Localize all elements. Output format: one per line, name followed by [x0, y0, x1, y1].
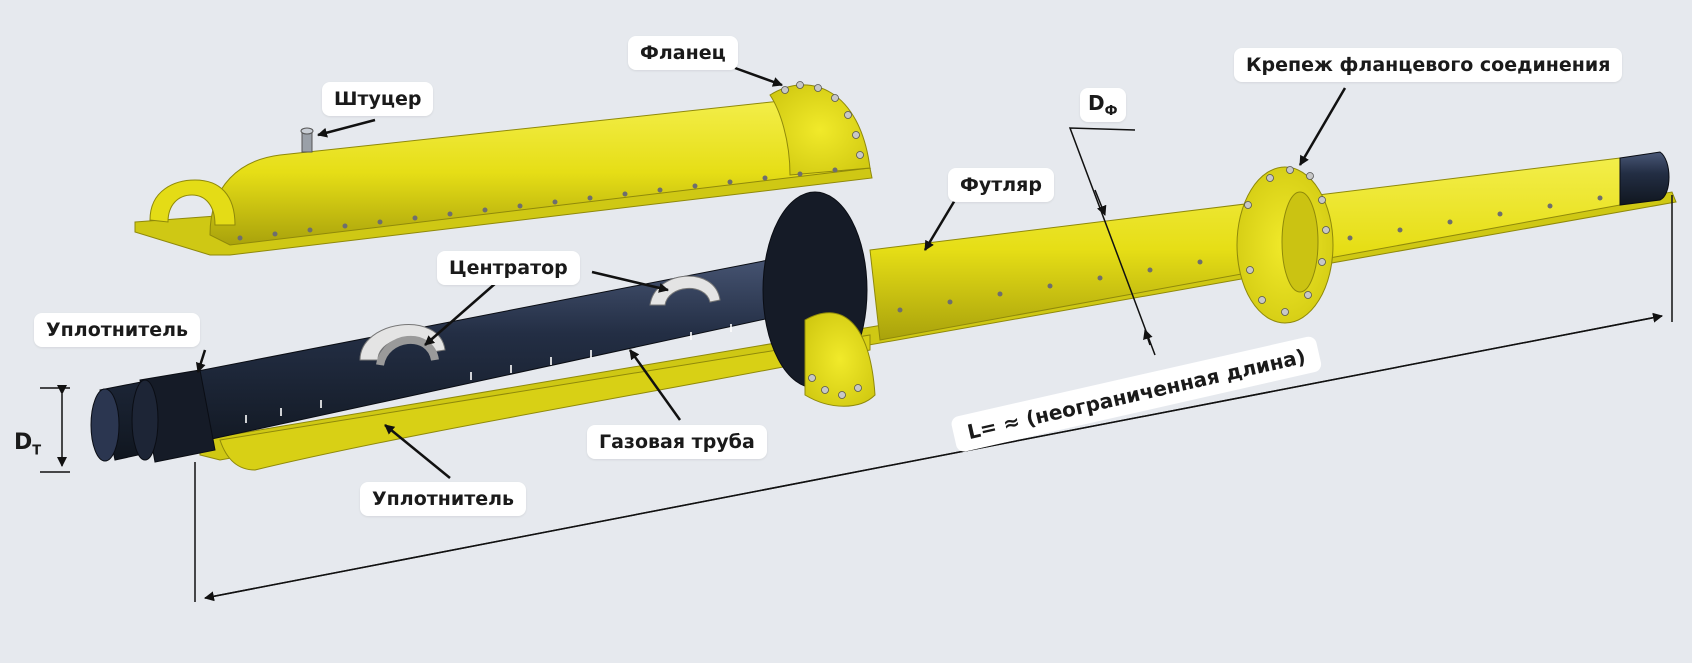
gas-pipe-end	[90, 388, 120, 462]
label-seal-left: Уплотнитель	[34, 313, 201, 347]
centralizer-1	[359, 324, 446, 367]
label-seal-bottom: Уплотнитель	[360, 482, 527, 516]
leader-centralizer-2	[591, 270, 669, 293]
upper-half-casing	[134, 81, 873, 256]
middle-flange-holes	[1244, 166, 1330, 316]
label-flange-fasteners: Крепеж фланцевого соединения	[1234, 48, 1623, 82]
leader-arrows	[195, 66, 1347, 479]
leader-casing	[923, 199, 957, 251]
leader-seal-left	[195, 349, 207, 373]
casing-flange-left	[804, 312, 876, 407]
dimension-pipe-diameter: DТ	[14, 430, 42, 459]
leader-seal-bottom	[384, 424, 451, 479]
casing-rail-bolts	[897, 195, 1603, 313]
leader-flange	[734, 66, 783, 87]
pipe-rail-pins	[245, 324, 732, 423]
label-flange: Фланец	[628, 36, 738, 70]
dimension-casing-diameter: DФ	[1080, 88, 1126, 122]
leader-fasteners	[1298, 87, 1347, 166]
dimension-lines	[40, 127, 1673, 602]
label-centralizer: Центратор	[437, 251, 580, 285]
upper-flange	[769, 84, 871, 176]
label-gas-pipe: Газовая труба	[587, 425, 767, 459]
label-casing: Футляр	[948, 168, 1054, 202]
leader-gas-pipe	[628, 349, 682, 421]
leader-centralizer-1	[424, 274, 506, 346]
upper-rail-bolts	[237, 167, 838, 241]
leader-fitting	[317, 118, 376, 138]
upper-flange-holes	[781, 81, 864, 159]
gas-pipe-right-end	[1619, 151, 1670, 206]
label-fitting: Штуцер	[322, 82, 434, 116]
main-assembly	[90, 151, 1677, 471]
upper-casing-opening	[149, 179, 236, 226]
upper-casing-body	[209, 99, 872, 246]
